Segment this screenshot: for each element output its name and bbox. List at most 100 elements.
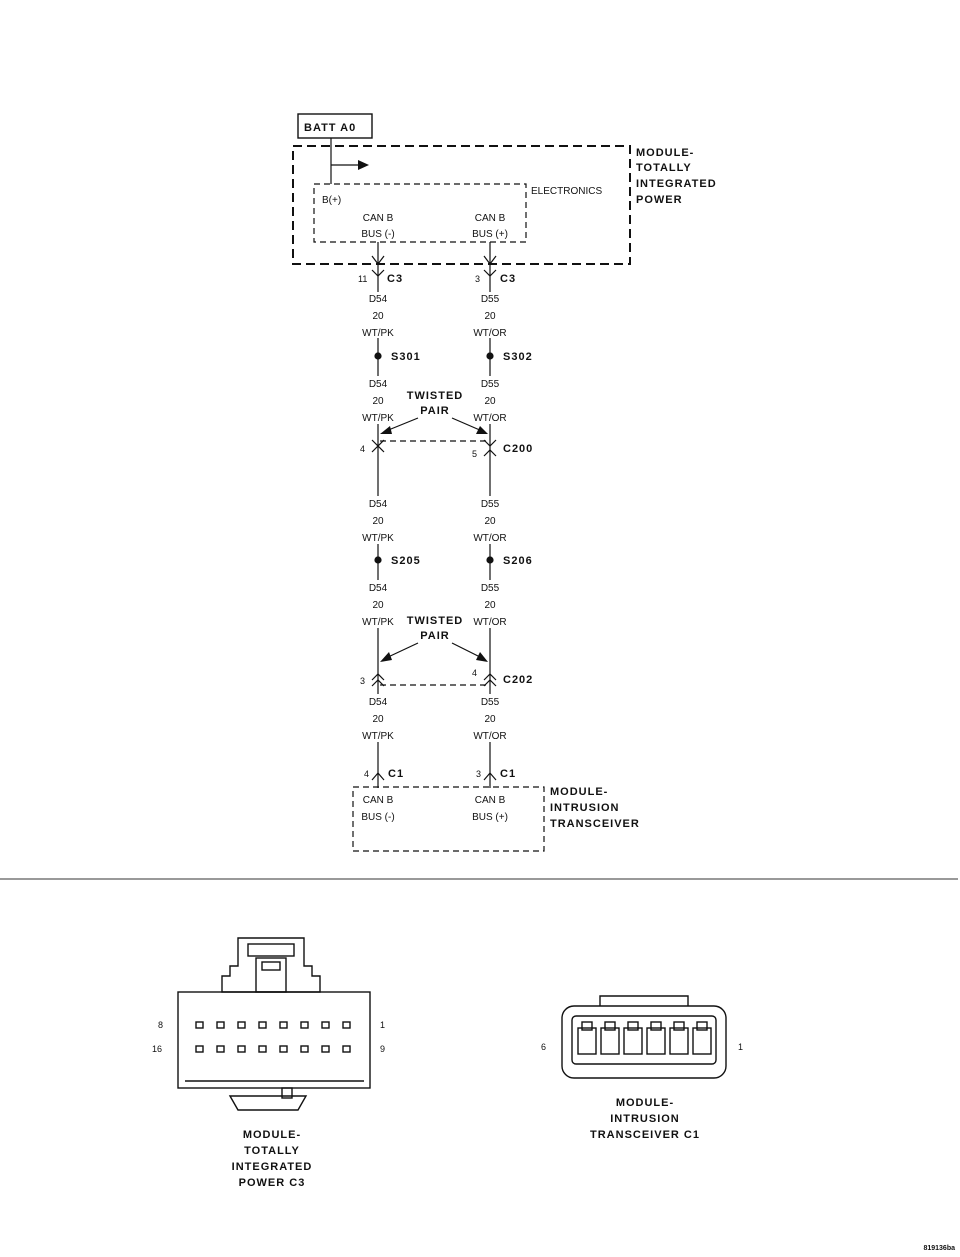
seg4-left-gauge: 20 — [372, 600, 384, 611]
intrusion-title-line2: INTRUSION — [550, 802, 620, 814]
intrusion-c1-pin-1: 1 — [738, 1042, 743, 1052]
c3-right-pin: 3 — [475, 274, 480, 284]
wire-labels-seg4: D54 20 WT/PK D55 20 WT/OR — [360, 580, 508, 628]
seg4-left-circuit: D54 — [369, 583, 388, 594]
tipm-c3-connector-view: 8 1 16 9 MODULE- TOTALLY INTEGRATED POWE… — [152, 937, 385, 1189]
seg5-right-color: WT/OR — [473, 731, 506, 742]
tipm-pin-left-line1: CAN B — [363, 213, 394, 224]
tipm-title-line4: POWER — [636, 194, 683, 206]
seg5-left-gauge: 20 — [372, 714, 384, 725]
tipm-module: B(+) ELECTRONICS CAN B BUS (-) CAN B BUS… — [292, 138, 717, 265]
c202-label: C202 — [503, 674, 533, 686]
seg1-left-gauge: 20 — [372, 311, 384, 322]
seg2-left-gauge: 20 — [372, 396, 384, 407]
splice-s302: S302 — [486, 351, 532, 363]
tipm-pin-right-line2: BUS (+) — [472, 229, 508, 240]
seg3-right-circuit: D55 — [481, 499, 500, 510]
electronics-label: ELECTRONICS — [531, 186, 602, 197]
intrusion-c1-cavities — [577, 1021, 712, 1055]
seg1-left-circuit: D54 — [369, 294, 388, 305]
c200-label: C200 — [503, 443, 533, 455]
tipm-c3-title-line1: MODULE- — [243, 1129, 301, 1141]
wire-labels-seg2: D54 20 WT/PK D55 20 WT/OR — [360, 376, 508, 424]
seg4-right-circuit: D55 — [481, 583, 500, 594]
splice-s206: S206 — [486, 555, 532, 567]
c200-right-pin: 5 — [472, 449, 477, 459]
wire-labels-seg5: D54 20 WT/PK D55 20 WT/OR — [360, 694, 508, 742]
seg3-left-gauge: 20 — [372, 516, 384, 527]
seg2-left-circuit: D54 — [369, 379, 388, 390]
seg2-right-gauge: 20 — [484, 396, 496, 407]
intrusion-title-line3: TRANSCEIVER — [550, 818, 640, 830]
intrusion-c1-title-line2: INTRUSION — [610, 1113, 680, 1125]
batt-a0-label: BATT A0 — [304, 122, 356, 134]
s206-label: S206 — [503, 555, 533, 567]
s301-label: S301 — [391, 351, 421, 363]
seg5-right-circuit: D55 — [481, 697, 500, 708]
splice-s205: S205 — [374, 555, 420, 567]
wire-labels-seg3: D54 20 WT/PK D55 20 WT/OR — [360, 496, 508, 544]
tipm-c3-cavities — [195, 1021, 351, 1053]
intrusion-pin-left-line1: CAN B — [363, 795, 394, 806]
c200-left-pin: 4 — [360, 444, 365, 454]
seg4-right-color: WT/OR — [473, 617, 506, 628]
tipm-c3-title-line3: INTEGRATED — [232, 1161, 313, 1173]
seg1-right-circuit: D55 — [481, 294, 500, 305]
twisted-pair-1-line1: TWISTED — [407, 390, 464, 402]
figure-code: 819136ba — [923, 1245, 955, 1252]
c3-left-pin: 11 — [358, 274, 367, 284]
seg5-right-gauge: 20 — [484, 714, 496, 725]
connector-c1: 4 C1 3 C1 — [364, 768, 516, 781]
intrusion-c1-pin-6: 6 — [541, 1042, 546, 1052]
splice-s301: S301 — [374, 351, 420, 363]
seg3-right-color: WT/OR — [473, 533, 506, 544]
seg5-left-circuit: D54 — [369, 697, 388, 708]
connector-c202: 3 4 C202 — [360, 668, 533, 687]
c202-left-pin: 3 — [360, 676, 365, 686]
seg2-right-circuit: D55 — [481, 379, 500, 390]
tipm-c3-title-line2: TOTALLY — [244, 1145, 300, 1157]
connector-c3: 11 C3 3 C3 — [358, 255, 516, 285]
tipm-pin-left-line2: BUS (-) — [361, 229, 394, 240]
seg3-right-gauge: 20 — [484, 516, 496, 527]
seg4-left-color: WT/PK — [362, 617, 394, 628]
intrusion-pin-right-line2: BUS (+) — [472, 812, 508, 823]
twisted-pair-2-line1: TWISTED — [407, 615, 464, 627]
intrusion-pin-right-line1: CAN B — [475, 795, 506, 806]
seg2-left-color: WT/PK — [362, 413, 394, 424]
tipm-c3-pin-1: 1 — [380, 1020, 385, 1030]
twisted-pair-2-line2: PAIR — [420, 630, 449, 642]
tipm-c3-title-line4: POWER C3 — [239, 1177, 306, 1189]
c3-left-label: C3 — [387, 273, 403, 285]
tipm-c3-pin-9: 9 — [380, 1044, 385, 1054]
intrusion-c1-title-line3: TRANSCEIVER C1 — [590, 1129, 700, 1141]
seg4-right-gauge: 20 — [484, 600, 496, 611]
seg5-left-color: WT/PK — [362, 731, 394, 742]
intrusion-pin-left-line2: BUS (-) — [361, 812, 394, 823]
c1-left-label: C1 — [388, 768, 404, 780]
c202-right-pin: 4 — [472, 668, 477, 678]
seg3-left-circuit: D54 — [369, 499, 388, 510]
tipm-title-line2: TOTALLY — [636, 162, 692, 174]
c1-right-label: C1 — [500, 768, 516, 780]
c3-right-label: C3 — [500, 273, 516, 285]
intrusion-module: CAN B BUS (-) CAN B BUS (+) MODULE- INTR… — [352, 786, 640, 852]
twisted-pair-1-line2: PAIR — [420, 405, 449, 417]
intrusion-c1-title-line1: MODULE- — [616, 1097, 674, 1109]
s302-label: S302 — [503, 351, 533, 363]
tipm-c3-pin-16: 16 — [152, 1044, 162, 1054]
wire-labels-seg1: D54 20 WT/PK D55 20 WT/OR — [360, 292, 508, 339]
seg1-right-color: WT/OR — [473, 328, 506, 339]
connector-c200: 4 5 C200 — [360, 439, 533, 459]
seg1-left-color: WT/PK — [362, 328, 394, 339]
intrusion-title-line1: MODULE- — [550, 786, 608, 798]
twisted-pair-2: TWISTED PAIR — [380, 615, 488, 686]
twisted-pair-1: TWISTED PAIR — [380, 390, 488, 442]
tipm-title-line3: INTEGRATED — [636, 178, 717, 190]
s205-label: S205 — [391, 555, 421, 567]
tipm-pin-right-line1: CAN B — [475, 213, 506, 224]
bplus-label: B(+) — [322, 195, 341, 206]
seg3-left-color: WT/PK — [362, 533, 394, 544]
tipm-title-line1: MODULE- — [636, 147, 694, 159]
